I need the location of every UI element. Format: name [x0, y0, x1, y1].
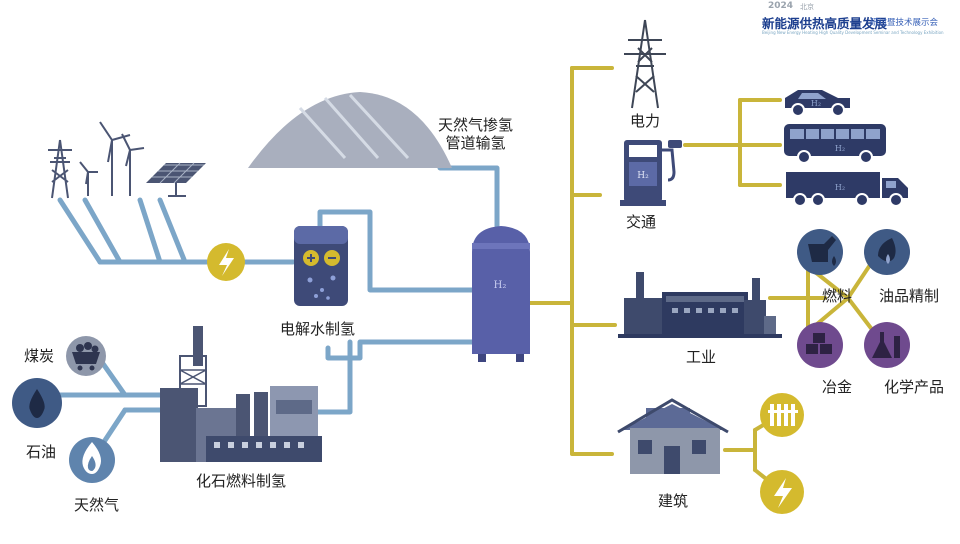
event-tagline: Beijing New Energy Heating High Quality … — [762, 30, 944, 35]
building-lightning-icon — [760, 470, 804, 514]
electrolyzer-icon — [294, 226, 348, 306]
pipeline-label-line2: 管道输氢 — [445, 134, 506, 152]
solar-panel-icon — [146, 162, 206, 197]
bus-h2-label: H₂ — [835, 144, 845, 153]
truck-icon — [786, 172, 908, 207]
event-city: 北京 — [800, 3, 814, 11]
oil-refining-label: 油品精制 — [879, 287, 940, 305]
event-subtitle: 研讨暨技术展示会 — [870, 18, 939, 28]
car-icon — [785, 90, 850, 117]
metallurgy-label: 冶金 — [822, 378, 853, 396]
natural-gas-dome-icon — [248, 92, 452, 168]
event-year: 2024 — [768, 1, 794, 11]
radiator-icon — [760, 393, 804, 437]
hydrogen-station-icon — [620, 140, 682, 206]
car-h2-label: H₂ — [811, 99, 821, 108]
tank-h2-label: H₂ — [494, 280, 507, 291]
truck-h2-label: H₂ — [835, 183, 845, 192]
pipeline-label: 天然气掺氢 管道输氢 — [438, 116, 513, 152]
power-tower-icon — [624, 19, 666, 109]
chemical-flask-icon — [864, 322, 910, 368]
bus-icon — [784, 124, 886, 164]
chemicals-label: 化学产品 — [884, 378, 945, 396]
pipeline-label-line1: 天然气掺氢 — [438, 116, 514, 134]
fuel-label: 燃料 — [822, 287, 853, 305]
electrolysis-label: 电解水制氢 — [280, 320, 356, 338]
lightning-icon — [207, 243, 245, 281]
power-label: 电力 — [630, 112, 661, 130]
oil-refining-icon — [864, 229, 910, 275]
transmission-tower-icon — [48, 139, 72, 199]
oil-drop-icon — [12, 378, 62, 428]
metal-ingots-icon — [797, 322, 843, 368]
oil-label: 石油 — [26, 443, 57, 461]
fuel-nozzle-icon — [797, 229, 843, 275]
industry-label: 工业 — [686, 348, 717, 366]
house-icon — [617, 398, 729, 474]
transport-label: 交通 — [626, 213, 657, 231]
fossil-label: 化石燃料制氢 — [196, 472, 287, 490]
building-label: 建筑 — [658, 492, 689, 510]
station-h2-label: H₂ — [637, 171, 649, 181]
hydrogen-tank-icon — [472, 226, 530, 362]
coal-label: 煤炭 — [24, 347, 55, 365]
gas-label: 天然气 — [74, 496, 120, 514]
wind-turbine-icon — [79, 121, 145, 196]
coal-cart-icon — [66, 336, 106, 376]
factory-icon — [618, 272, 782, 338]
gas-flame-icon — [69, 437, 115, 483]
fossil-plant-icon — [160, 326, 322, 462]
event-title: 新能源供热高质量发展 — [762, 16, 888, 31]
event-logo: 2024 北京 新能源供热高质量发展 研讨暨技术展示会 Beijing New … — [758, 0, 958, 40]
